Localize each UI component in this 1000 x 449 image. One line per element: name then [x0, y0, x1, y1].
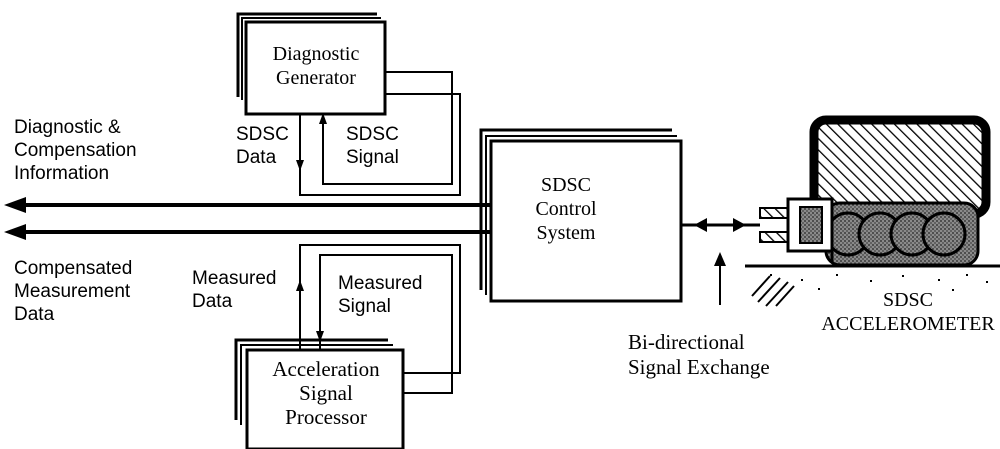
accelerometer-illustration [745, 115, 1000, 307]
ground-hatch [751, 275, 795, 307]
measured-data-label: Measured Data [192, 268, 277, 312]
control-system-block [479, 128, 683, 303]
bidirectional-link [681, 218, 760, 305]
accelerometer-label: SDSC ACCELEROMETER [821, 289, 995, 335]
diagnostic-generator-label: Diagnostic Generator [272, 43, 360, 89]
diagnostic-generator-block [236, 12, 387, 116]
bidirectional-label: Bi-directional Signal Exchange [628, 330, 770, 380]
diag-comp-info-label: Diagnostic & Compensation Information [14, 117, 137, 184]
measured-signal-arrow [316, 331, 324, 342]
accelerometer-body [824, 201, 980, 267]
measured-signal-label: Measured Signal [338, 273, 423, 317]
ground-speckle [770, 274, 988, 291]
sdsc-signal-arrow [319, 113, 327, 124]
measured-data-arrow [296, 280, 304, 291]
acceleration-signal-processor-label: Acceleration Signal Processor [272, 357, 380, 430]
compensated-data-label: Compensated Measurement Data [14, 258, 133, 325]
connector [759, 197, 834, 253]
output-lines [4, 197, 491, 240]
sdsc-signal-label: SDSC Signal [346, 124, 399, 168]
sdsc-data-label: SDSC Data [236, 124, 289, 168]
sdsc-data-arrow [296, 160, 304, 171]
control-system-label: SDSC Control System [535, 174, 597, 244]
acceleration-signal-processor-block [234, 338, 405, 449]
